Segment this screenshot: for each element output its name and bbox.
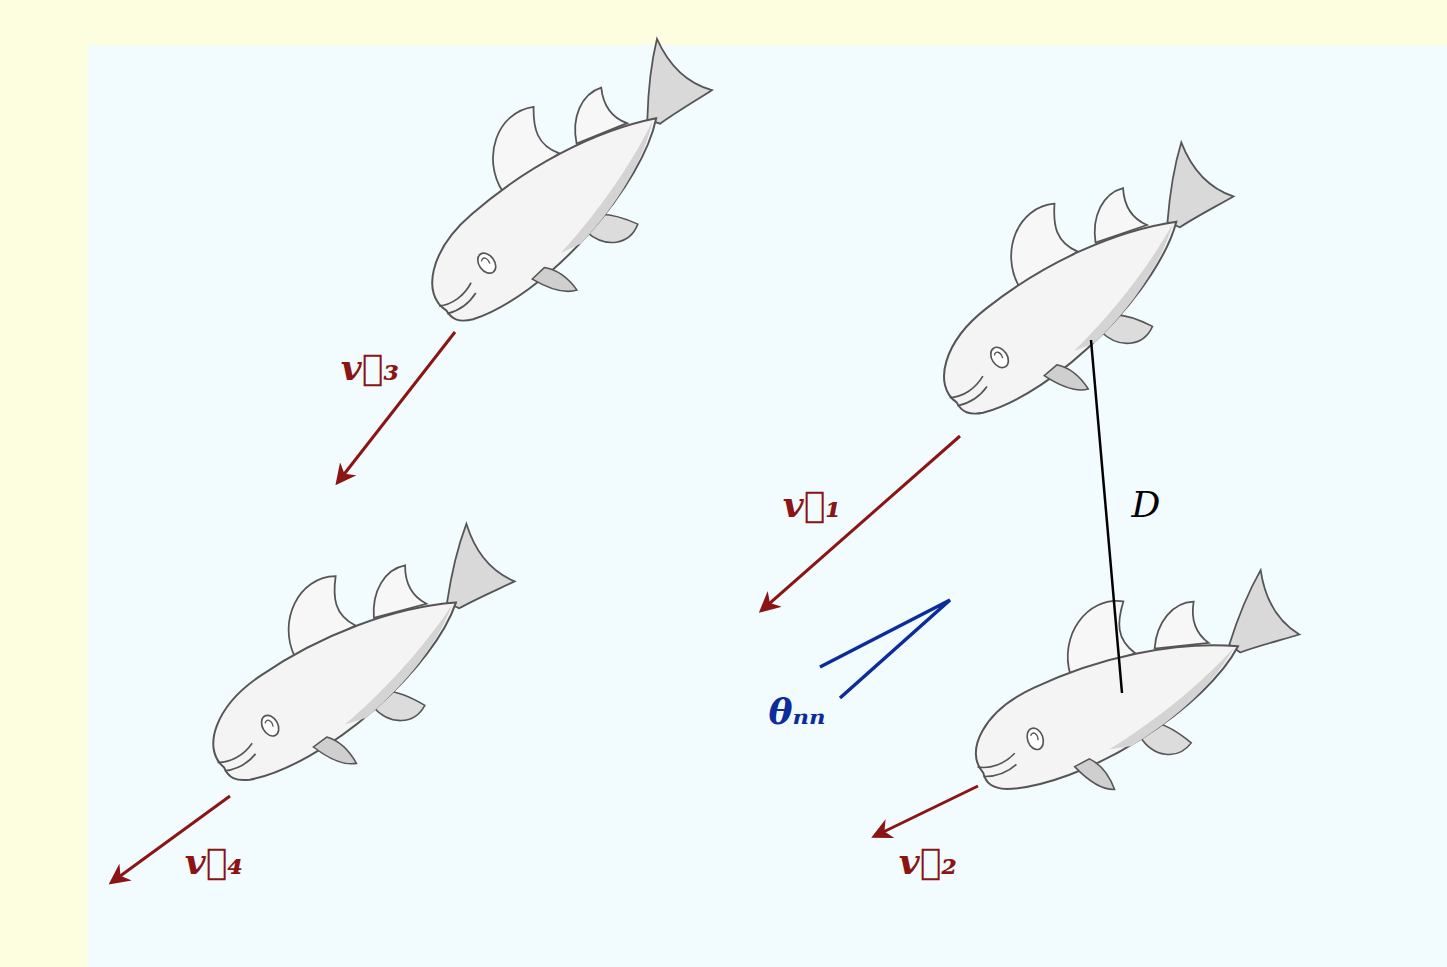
fish	[940, 544, 1328, 831]
velocity-label: v⃗₄	[185, 842, 243, 882]
velocity-arrow	[762, 436, 960, 610]
fish	[889, 115, 1278, 455]
angle-label: θₙₙ	[769, 692, 826, 732]
velocity-label: v⃗₃	[341, 348, 399, 388]
fish	[164, 497, 555, 822]
velocity-arrow	[875, 786, 978, 836]
water-panel	[88, 45, 1447, 967]
distance-line	[1091, 340, 1122, 693]
velocity-arrow	[338, 332, 455, 482]
fish	[374, 12, 760, 361]
distance-label: D	[1132, 485, 1161, 525]
velocity-label: v⃗₁	[783, 485, 841, 525]
velocity-label: v⃗₂	[899, 842, 957, 882]
angle-mark	[820, 600, 950, 698]
